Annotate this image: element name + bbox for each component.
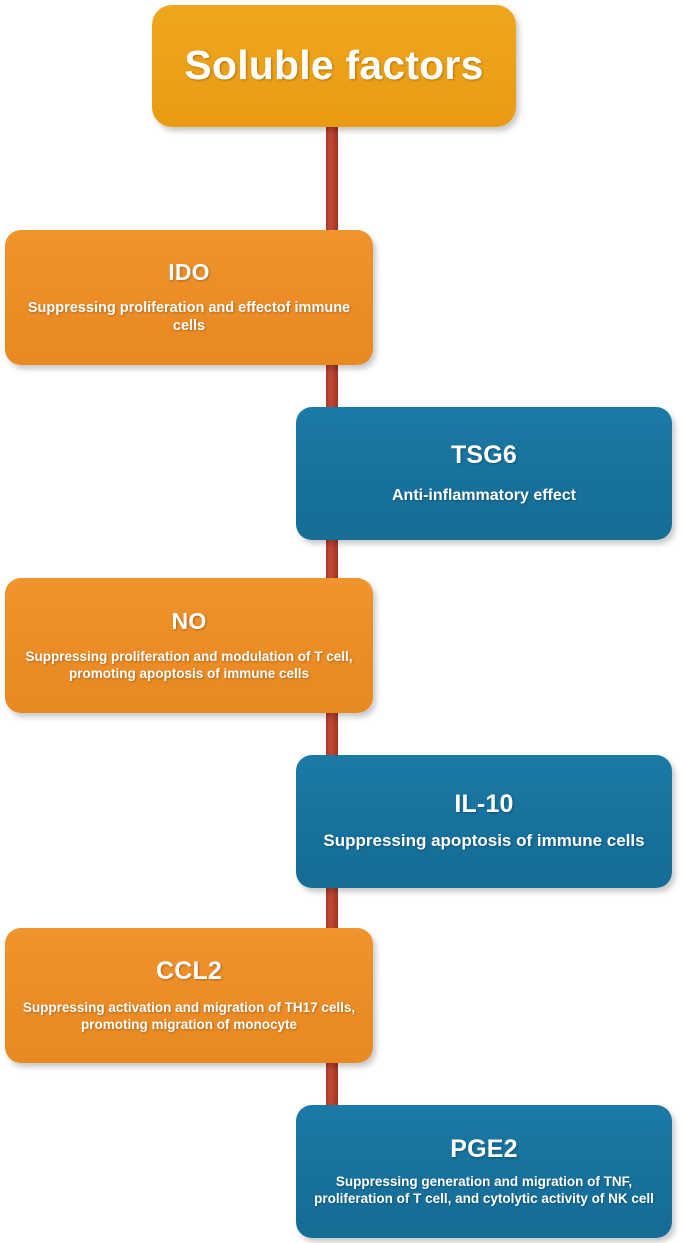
diagram-node-pge2: PGE2 Suppressing generation and migratio… (296, 1105, 672, 1238)
node-title-il10: IL-10 (454, 790, 514, 818)
diagram-node-tsg6: TSG6 Anti-inflammatory effect (296, 407, 672, 540)
node-title-pge2: PGE2 (450, 1134, 518, 1163)
node-description-no: Suppressing proliferation and modulation… (25, 649, 353, 681)
diagram-node-il10: IL-10 Suppressing apoptosis of immune ce… (296, 755, 672, 888)
node-description-il10: Suppressing apoptosis of immune cells (323, 831, 645, 851)
node-description-ccl2: Suppressing activation and migration of … (22, 1000, 356, 1032)
node-title-no: NO (171, 607, 207, 634)
node-title-tsg6: TSG6 (450, 440, 518, 469)
node-title-ccl2: CCL2 (155, 956, 223, 985)
diagram-node-no: NO Suppressing proliferation and modulat… (5, 578, 373, 713)
root-node-title: Soluble factors (184, 42, 484, 89)
diagram-node-ccl2: CCL2 Suppressing activation and migratio… (5, 928, 373, 1063)
node-description-pge2: Suppressing generation and migration of … (314, 1174, 654, 1206)
diagram-root-node-soluble-factors: Soluble factors (152, 5, 516, 127)
node-title-ido: IDO (168, 258, 210, 285)
diagram-node-ido: IDO Suppressing proliferation and effect… (5, 230, 373, 365)
node-description-ido: Suppressing proliferation and effectof i… (27, 299, 351, 334)
node-description-tsg6: Anti-inflammatory effect (391, 486, 577, 504)
